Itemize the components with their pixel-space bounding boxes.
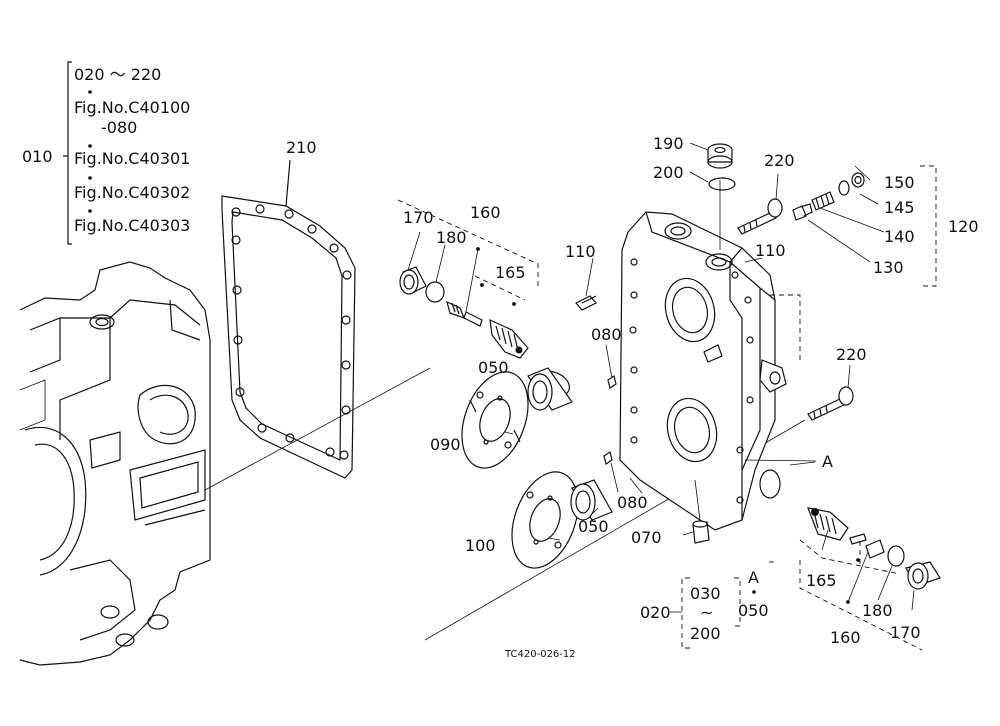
callout-150: 150 — [884, 173, 915, 192]
callout-180-top: 180 — [436, 228, 467, 247]
callout-200: 200 — [653, 163, 684, 182]
callout-140: 140 — [884, 227, 915, 246]
callout-050-top: 050 — [478, 358, 509, 377]
main-housing — [619, 180, 816, 531]
plug-070 — [692, 479, 710, 544]
callout-range-tilde: ~ — [700, 603, 714, 622]
gasket-210 — [221, 159, 356, 479]
centerline-1 — [204, 367, 431, 491]
callout-070: 070 — [631, 528, 662, 547]
relief-valve-set-top — [397, 199, 539, 359]
callout-170-top: 170 — [403, 208, 434, 227]
callout-190: 190 — [653, 134, 684, 153]
callout-A: A — [822, 452, 833, 471]
relief-valve-set-bottom — [799, 507, 941, 651]
callout-145: 145 — [884, 198, 915, 217]
legend-line-6: Fig.No.C40303 — [74, 216, 191, 235]
pin-110-left — [575, 257, 597, 311]
pin-080-b — [603, 451, 619, 493]
callout-110-left: 110 — [565, 242, 596, 261]
wear-plate-090 — [461, 371, 529, 469]
callout-A-bottom: A — [748, 568, 759, 587]
callout-050-ref: 050 — [738, 601, 769, 620]
legend-ref: 010 — [22, 147, 53, 166]
callout-030: 030 — [690, 584, 721, 603]
bearing-050-bottom — [570, 479, 613, 521]
callout-160-bottom: 160 — [830, 628, 861, 647]
valve-set-120 — [792, 165, 937, 287]
bolt-220-right — [807, 364, 854, 421]
callout-080-bottom: 080 — [617, 493, 648, 512]
o-ring-200 — [708, 177, 736, 191]
callout-210: 210 — [286, 138, 317, 157]
bearing-050-top — [527, 367, 573, 411]
drawing-code: TC420-026-12 — [505, 649, 576, 660]
transmission-case — [19, 261, 211, 666]
callout-180-bottom: 180 — [862, 601, 893, 620]
callout-160-top: 160 — [470, 203, 501, 222]
legend-bracket — [63, 61, 92, 245]
callout-200-bottom: 200 — [690, 624, 721, 643]
leader-lines — [504, 142, 885, 541]
callout-120: 120 — [948, 217, 979, 236]
callout-170-bottom: 170 — [890, 623, 921, 642]
legend-line-3: -080 — [101, 118, 138, 137]
wear-plate-100 — [511, 471, 579, 569]
callout-220-top: 220 — [764, 151, 795, 170]
pin-080-a — [605, 344, 617, 389]
callout-100: 100 — [465, 536, 496, 555]
callout-165-bottom: 165 — [806, 571, 837, 590]
callout-220-right: 220 — [836, 345, 867, 364]
legend-line-5: Fig.No.C40302 — [74, 183, 191, 202]
callout-090: 090 — [430, 435, 461, 454]
ref-020-brackets — [670, 561, 774, 649]
callout-050-bottom: 050 — [578, 517, 609, 536]
legend-line-2: Fig.No.C40100 — [74, 98, 191, 117]
callout-130: 130 — [873, 258, 904, 277]
legend-line-4: Fig.No.C40301 — [74, 149, 191, 168]
callout-110-right: 110 — [755, 241, 786, 260]
callout-165-top: 165 — [495, 263, 526, 282]
callout-020: 020 — [640, 603, 671, 622]
bolt-220-top — [737, 173, 783, 235]
plug-190 — [707, 143, 733, 169]
callout-080-top: 080 — [591, 325, 622, 344]
legend-line-1: 020 ～ 220 — [74, 65, 162, 84]
